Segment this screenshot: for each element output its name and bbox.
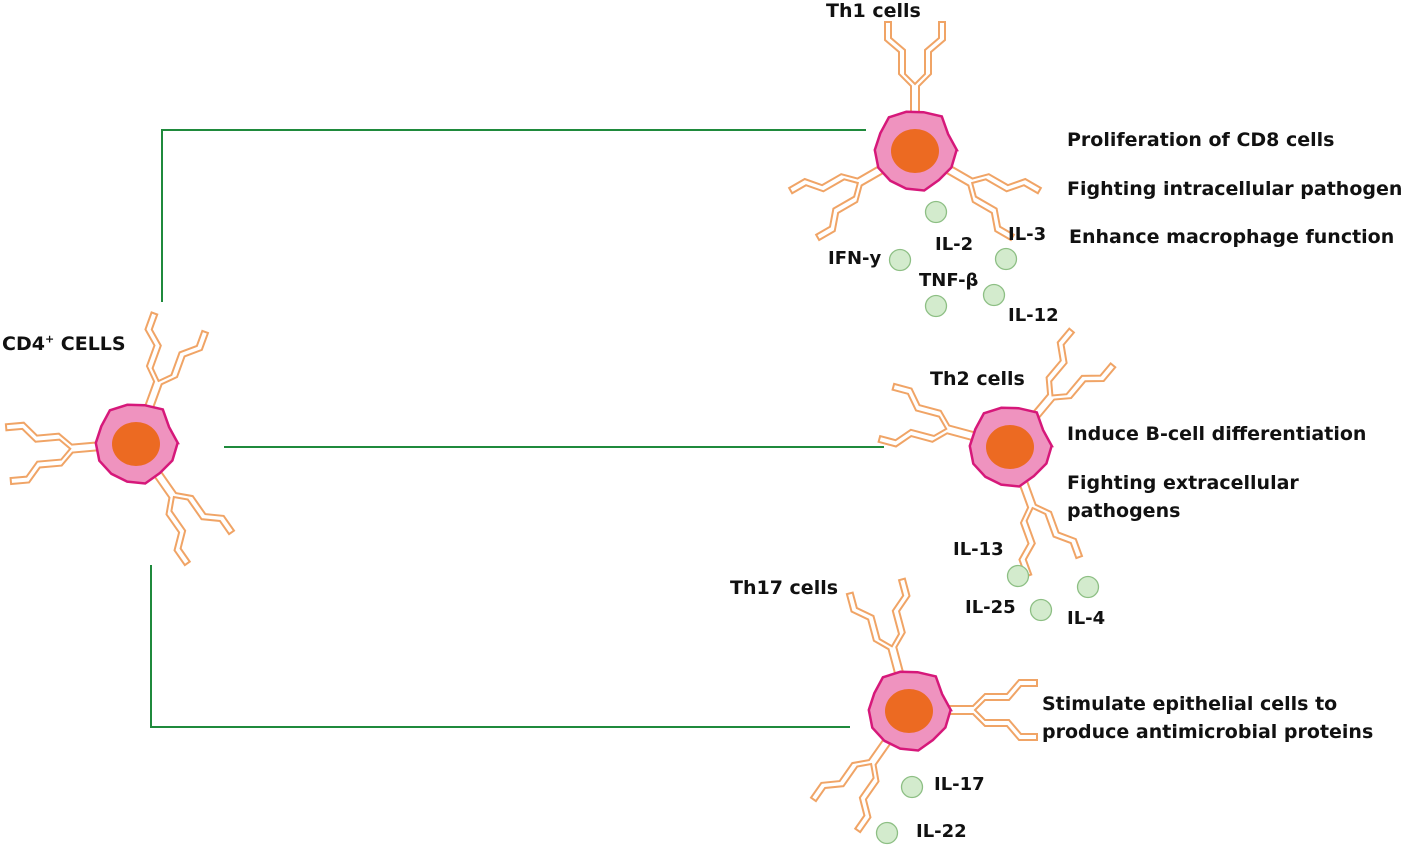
th2-cell <box>877 327 1117 578</box>
cytokine-dot-tnf <box>924 294 948 318</box>
cd4-cells-label: CD4+ CELLS <box>2 332 126 355</box>
th2-cell-receptor-1 <box>1029 327 1117 421</box>
th1-function-1: Proliferation of CD8 cells <box>1067 129 1335 151</box>
th2-function-2: Fighting extracellular <box>1067 472 1299 494</box>
cytokine-dot-il12 <box>982 283 1006 307</box>
cytokine-label-tnf: TNF-β <box>919 270 979 291</box>
cytokine-dot-il25 <box>1029 598 1053 622</box>
cytokine-label-il13: IL-13 <box>953 539 1004 560</box>
th17-function-2: produce antimicrobial proteins <box>1042 721 1374 743</box>
th17-function-1: Stimulate epithelial cells to <box>1042 693 1338 715</box>
cd4-cell-nucleus <box>112 422 160 466</box>
cytokine-dot-il13 <box>1006 564 1030 588</box>
connector-cd4-th1 <box>161 129 866 302</box>
cytokine-dot-il2 <box>924 200 948 224</box>
th1-title: Th1 cells <box>826 0 921 22</box>
cytokine-label-il22: IL-22 <box>916 821 967 842</box>
th2-cell-receptor-3 <box>877 382 976 448</box>
cytokine-label-il17: IL-17 <box>934 774 985 795</box>
cytokine-label-il3: IL-3 <box>1008 224 1047 245</box>
cytokine-label-ifn: IFN-y <box>828 248 882 269</box>
th17-title: Th17 cells <box>730 577 839 599</box>
th2-function-3: pathogens <box>1067 500 1181 522</box>
cytokine-dot-il22 <box>875 821 899 845</box>
th1-cell-nucleus <box>891 129 939 173</box>
th17-cell-receptor-3 <box>809 737 892 834</box>
cytokine-label-il25: IL-25 <box>965 597 1016 618</box>
cytokine-label-il2: IL-2 <box>935 234 974 255</box>
cytokine-dot-il17 <box>900 775 924 799</box>
cells-layer <box>4 21 1117 834</box>
th2-cell-receptor-2 <box>1017 479 1084 578</box>
th1-cell-receptor-2 <box>944 164 1043 242</box>
th1-cell-receptor-3 <box>787 164 886 242</box>
connector-cd4-th17 <box>150 565 850 728</box>
connector-lines <box>150 129 884 728</box>
th1-function-3: Enhance macrophage function <box>1069 226 1395 248</box>
th17-cell-receptor-1 <box>845 577 911 676</box>
cd4-cell-receptor-1 <box>143 311 210 410</box>
cytokines-layer <box>875 200 1100 845</box>
cytokine-label-il12: IL-12 <box>1008 305 1059 326</box>
cd4-cell-receptor-2 <box>153 470 236 567</box>
cytokine-label-il4: IL-4 <box>1067 608 1106 629</box>
cytokine-dot-ifn <box>888 248 912 272</box>
th1-function-2: Fighting intracellular pathogens <box>1067 178 1403 200</box>
th2-cell-nucleus <box>986 425 1034 469</box>
cytokine-dot-il4 <box>1076 575 1100 599</box>
th2-function-1: Induce B-cell differentiation <box>1067 423 1367 445</box>
th17-cell-receptor-2 <box>946 679 1038 741</box>
th17-cell-nucleus <box>885 689 933 733</box>
cd4-cell-receptor-3 <box>4 421 100 486</box>
th1-cell <box>787 21 1043 242</box>
th17-cell <box>809 577 1038 834</box>
cd4-cell <box>4 311 236 567</box>
th1-cell-receptor-1 <box>884 21 946 113</box>
th2-title: Th2 cells <box>930 368 1025 390</box>
cytokine-dot-il3 <box>994 247 1018 271</box>
